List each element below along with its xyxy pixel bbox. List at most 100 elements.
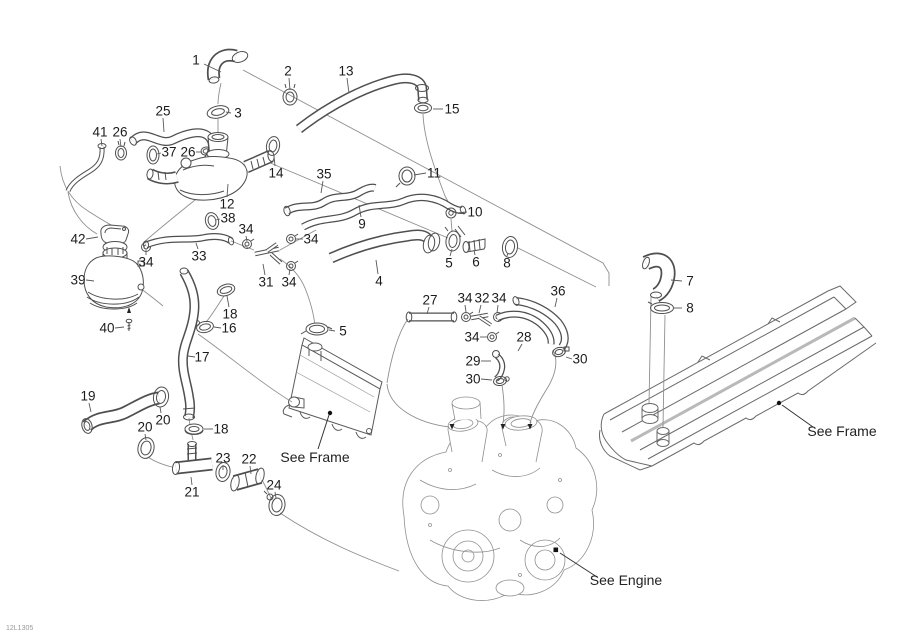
part-callout-20: 20 (137, 420, 152, 435)
callout-leader-40 (114, 326, 125, 329)
gasket-3 (206, 105, 230, 119)
part-callout-14: 14 (268, 166, 284, 181)
engine (402, 396, 598, 601)
callout-leader-31 (262, 263, 266, 276)
part-callout-18: 18 (222, 307, 237, 322)
hose-27 (406, 311, 457, 323)
part-callout-24: 24 (266, 478, 282, 493)
elbow-7 (641, 256, 668, 298)
gasket-8b (647, 301, 674, 314)
part-callout-22: 22 (241, 452, 256, 467)
clamp-18a (216, 283, 236, 297)
coupler-22 (229, 467, 265, 492)
plug-18b (184, 423, 204, 435)
reference-dots (327, 400, 782, 553)
callout-leader-37 (156, 152, 162, 155)
hose-33 (144, 236, 235, 250)
assembly-arrows (127, 307, 533, 430)
part-callout-8: 8 (686, 301, 694, 316)
hose-35 (283, 188, 375, 217)
part-callout-16: 16 (221, 321, 236, 336)
callout-leader-1 (203, 63, 222, 73)
clamp-20a (152, 386, 170, 408)
callout-leader-41 (100, 138, 103, 147)
radiator (282, 337, 383, 439)
callout-leader-8 (506, 252, 509, 257)
callout-leader-34 (464, 304, 467, 313)
hose-13 (299, 78, 429, 129)
part-callout-40: 40 (99, 321, 114, 336)
part-callout-34: 34 (303, 232, 319, 247)
clamp-24 (263, 490, 286, 516)
part-callout-5: 5 (339, 324, 347, 339)
part-callout-18: 18 (213, 422, 228, 437)
clamp-34a (242, 238, 255, 249)
callout-leader-12 (226, 183, 229, 198)
part-callout-13: 13 (338, 64, 353, 79)
callout-leader-34 (288, 268, 291, 276)
part-callout-33: 33 (191, 249, 206, 264)
hose-4 (331, 232, 441, 258)
clamp-23 (215, 462, 231, 482)
clamp-2 (282, 83, 298, 106)
callout-leader-10 (456, 211, 468, 214)
callout-leader-34 (245, 235, 248, 242)
clamp-20b (137, 437, 155, 459)
callout-leader-39 (85, 279, 95, 282)
part-callout-34: 34 (464, 330, 480, 345)
part-callout-29: 29 (465, 354, 480, 369)
clamp-30a (552, 346, 570, 358)
clamp-37 (146, 145, 160, 165)
tee-fitting-32 (470, 312, 492, 327)
water-pump-12 (146, 132, 275, 201)
part-callout-28: 28 (516, 330, 531, 345)
part-callout-32: 32 (474, 291, 489, 306)
clamp-5a (444, 226, 461, 252)
hose-9 (303, 197, 467, 227)
part-callout-25: 25 (155, 104, 170, 119)
callout-leader-25 (162, 117, 165, 133)
part-callout-42: 42 (70, 232, 85, 247)
callout-leader-17 (187, 355, 196, 358)
gasket-14 (265, 136, 281, 156)
part-callout-10: 10 (467, 205, 482, 220)
screw-40 (125, 318, 133, 331)
hose-19 (80, 398, 159, 434)
part-callout-41: 41 (92, 125, 107, 140)
elbow-fitting-1 (209, 50, 249, 84)
fitting-29 (492, 350, 503, 380)
callout-leader-20 (144, 433, 147, 441)
part-callout-30: 30 (572, 352, 587, 367)
frame-tunnel (599, 285, 877, 471)
clamp-34d (286, 260, 299, 271)
annotation-leaders (317, 404, 814, 578)
see-frame-radiator-label: See Frame (280, 449, 349, 465)
part-callout-30: 30 (465, 372, 480, 387)
callout-leader-36 (554, 297, 558, 308)
callout-leader-33 (195, 242, 199, 250)
diagram-code: 12L1305 (6, 625, 33, 632)
clamp-34g (487, 331, 500, 342)
part-callout-8: 8 (503, 256, 511, 271)
callout-leader-5 (449, 248, 453, 257)
callout-leader-30 (565, 356, 573, 360)
gasket-8a (501, 236, 519, 258)
callout-leader-6 (473, 249, 476, 256)
callout-leader-27 (426, 306, 430, 315)
radiator-cap-5 (300, 322, 333, 336)
callout-leader-21 (190, 476, 193, 486)
callout-leader-38 (215, 218, 221, 221)
callout-leader-20 (159, 406, 162, 414)
callout-leader-34 (496, 304, 499, 314)
hose-25 (128, 133, 212, 159)
part-callout-17: 17 (194, 350, 209, 365)
clamp-30b (493, 375, 510, 387)
callout-leader-28 (517, 343, 523, 352)
part-callout-39: 39 (70, 273, 85, 288)
clamp-38 (204, 212, 220, 230)
see-engine-label: See Engine (590, 572, 663, 588)
callout-leader-2 (288, 77, 291, 91)
